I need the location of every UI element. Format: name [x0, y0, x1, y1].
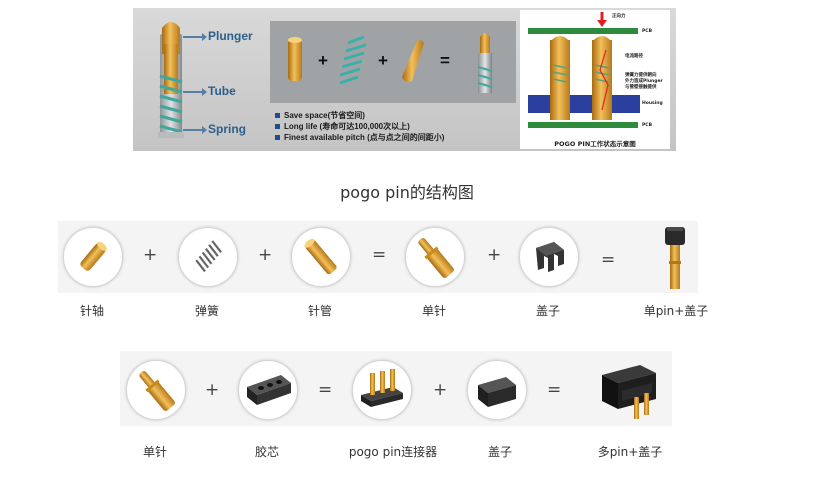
insulator-block-icon — [247, 375, 291, 405]
plunger-pointer — [183, 33, 207, 40]
spring-note-2: 外力造成Plunger — [625, 79, 663, 84]
tube-label: Tube — [208, 84, 236, 98]
equals-4: = — [547, 380, 562, 400]
caption-single-pin: 单针 — [421, 304, 447, 318]
plunger-shaft-icon — [80, 241, 107, 271]
pin-with-cap — [655, 223, 695, 293]
caption-pin-with-cap: 单pin+盖子 — [643, 304, 709, 318]
caption-barrel: 针管 — [307, 304, 333, 318]
single-pin-circle-2 — [126, 360, 186, 420]
housing-label: Housing — [642, 101, 663, 106]
pin-with-cap-icon — [665, 227, 685, 289]
single-pin-icon-2 — [139, 371, 175, 411]
multi-pin-with-cap — [594, 353, 666, 423]
spring-note-3: 与管壁接触提供 — [625, 85, 657, 90]
equals-1: = — [372, 245, 387, 265]
spring-circle — [178, 227, 238, 287]
multi-pin-with-cap-icon — [602, 365, 656, 419]
pogo-pin-banner: Plunger Tube Spring + + = Save space(节省空… — [133, 8, 676, 151]
spring-pointer — [183, 126, 207, 133]
cap-icon — [536, 242, 564, 272]
caption-multi-pin-with-cap: 多pin+盖子 — [597, 445, 663, 459]
cap-circle-2 — [467, 360, 527, 420]
pcb-bottom-label: PCB — [642, 123, 653, 128]
caption-spring: 弹簧 — [194, 304, 220, 318]
spring-icon — [195, 240, 222, 273]
assembled-pin-icon — [477, 33, 493, 93]
caption-single-pin-2: 单针 — [142, 445, 168, 459]
working-state-diagram: 正向力 PCB 电流路径 弹簧力提供朝向 外力造成Plunger 与管壁接触提供… — [520, 10, 670, 149]
diagram-caption: POGO PIN工作状态示意图 — [554, 140, 636, 148]
plus-1: + — [143, 245, 158, 265]
equals-2: = — [601, 250, 616, 270]
structure-heading: pogo pin的结构图 — [340, 183, 474, 202]
equals-3: = — [318, 380, 333, 400]
feature-fine-pitch: Finest available pitch (点与点之间的间距小) — [275, 132, 444, 143]
plus-sign-1: + — [318, 51, 328, 70]
single-pin-icon — [418, 238, 454, 278]
caption-cap-2: 盖子 — [487, 445, 513, 459]
force-label: 正向力 — [612, 14, 626, 19]
tube-pointer — [183, 88, 207, 95]
single-pin-circle — [405, 227, 465, 287]
plunger-label: Plunger — [208, 29, 253, 43]
caption-plunger-shaft: 针轴 — [79, 304, 105, 318]
plus-3: + — [487, 245, 502, 265]
caption-insulator: 胶芯 — [254, 445, 280, 459]
barrel-icon — [304, 238, 337, 275]
pogo-pin-illustration — [158, 22, 184, 138]
caption-connector: pogo pin连接器 — [348, 445, 438, 459]
current-path-label: 电流路径 — [625, 54, 643, 59]
cap-circle — [519, 227, 579, 287]
cap-icon-2 — [478, 377, 516, 407]
spring-label: Spring — [208, 122, 246, 136]
tube-part-icon — [402, 40, 424, 83]
spring-note-1: 弹簧力提供朝向 — [625, 73, 657, 78]
plus-sign-2: + — [378, 51, 388, 70]
plunger-part-icon — [288, 37, 302, 81]
pogo-pin-connector-icon — [361, 369, 403, 407]
plus-4: + — [205, 380, 220, 400]
row1-background — [58, 221, 698, 293]
spring-part-icon — [339, 35, 367, 85]
plus-5: + — [433, 380, 448, 400]
pcb-housing-diagram — [528, 12, 640, 128]
equals-sign: = — [440, 51, 450, 70]
feature-long-life: Long life (寿命可达100,000次以上) — [275, 121, 444, 132]
plus-2: + — [258, 245, 273, 265]
barrel-circle — [291, 227, 351, 287]
feature-list: Save space(节省空间) Long life (寿命可达100,000次… — [275, 110, 444, 143]
plunger-shaft-circle — [63, 227, 123, 287]
pcb-top-label: PCB — [642, 29, 653, 34]
feature-save-space: Save space(节省空间) — [275, 110, 444, 121]
connector-circle — [352, 360, 412, 420]
insulator-circle — [238, 360, 298, 420]
caption-cap: 盖子 — [535, 304, 561, 318]
assembly-equation-panel: + + = — [270, 21, 516, 103]
